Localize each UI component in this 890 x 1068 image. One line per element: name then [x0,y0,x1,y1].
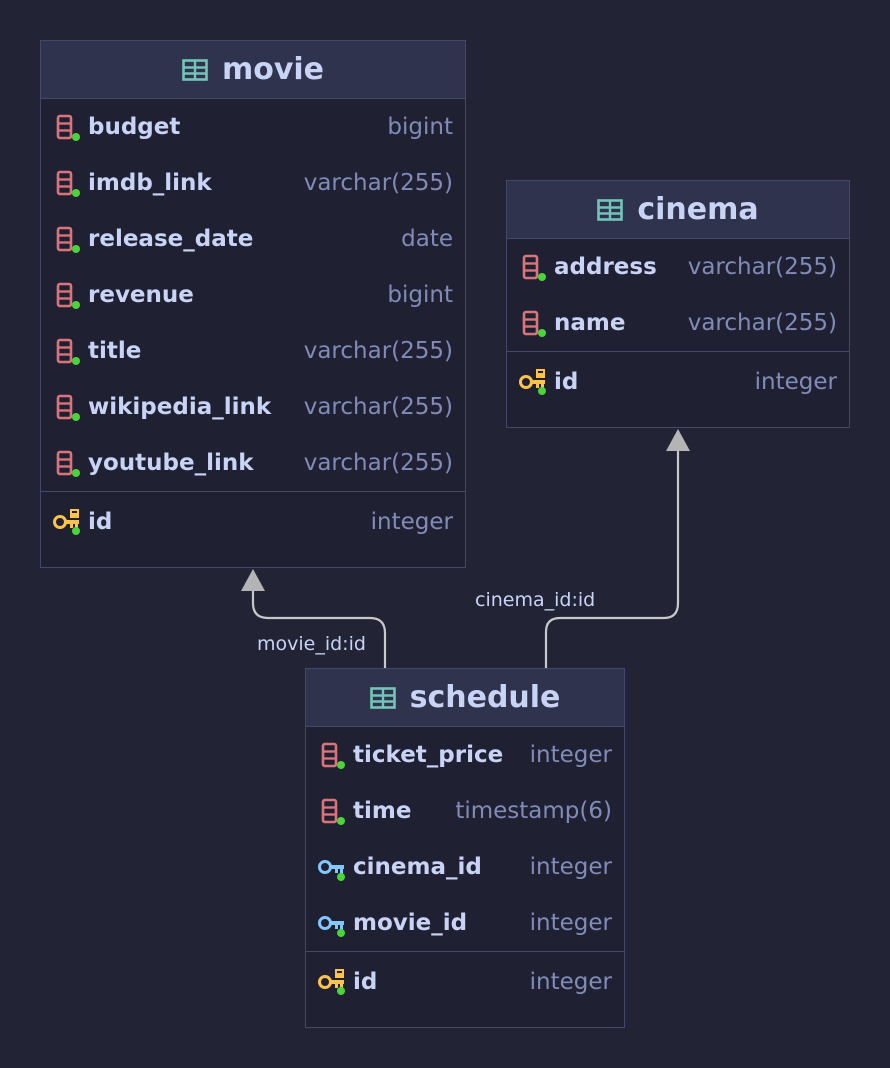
table-icon [597,198,624,221]
column-name: imdb_link [88,170,212,196]
column-icon [56,226,80,253]
edge-label-cinema: cinema_id:id [475,589,596,611]
column-row[interactable]: wikipedia_link varchar(255) [41,379,465,435]
table-header[interactable]: cinema [507,181,849,239]
table-title: cinema [637,192,759,227]
column-name: id [554,368,579,395]
column-icon [56,394,80,421]
column-name: ticket_price [353,742,504,768]
arrowhead-movie [241,569,265,591]
edge-schedule-cinema [544,450,680,668]
primary-key-row[interactable]: id integer [507,351,849,411]
column-icon [321,798,345,825]
column-icon [56,450,80,477]
column-type: integer [529,854,612,880]
column-row[interactable]: title varchar(255) [41,323,465,379]
column-type: varchar(255) [303,170,453,196]
column-name: budget [88,114,181,140]
table-movie[interactable]: movie budget bigint imdb_link varchar(255) r… [40,40,466,568]
column-type: integer [754,368,837,395]
primary-key-icon [519,369,546,395]
column-name: cinema_id [353,854,482,880]
column-icon [56,282,80,309]
edge-schedule-movie [251,590,387,668]
column-type: timestamp(6) [455,798,612,824]
column-name: title [88,338,142,364]
column-row[interactable]: time timestamp(6) [306,783,624,839]
foreign-key-icon [318,916,345,937]
column-name: youtube_link [88,450,254,476]
column-type: integer [529,742,612,768]
primary-key-icon [53,509,80,535]
column-type: date [401,226,453,252]
column-type: integer [529,910,612,936]
primary-key-icon [318,969,345,995]
column-name: wikipedia_link [88,394,272,420]
column-row[interactable]: movie_id integer [306,895,624,951]
column-name: movie_id [353,910,468,936]
column-row[interactable]: youtube_link varchar(255) [41,435,465,491]
column-row[interactable]: name varchar(255) [507,295,849,351]
edge-label-movie: movie_id:id [257,633,366,655]
column-icon [56,170,80,197]
column-type: integer [370,508,453,535]
foreign-key-icon [318,860,345,881]
column-list: address varchar(255) name varchar(255) id int… [507,239,849,411]
column-name: id [353,968,378,995]
column-type: varchar(255) [303,394,453,420]
table-icon [369,686,396,709]
table-cinema[interactable]: cinema address varchar(255) name varchar(25… [506,180,850,428]
table-header[interactable]: movie [41,41,465,99]
arrowhead-cinema [666,429,690,451]
primary-key-row[interactable]: id integer [306,951,624,1011]
column-list: budget bigint imdb_link varchar(255) release… [41,99,465,551]
column-row[interactable]: cinema_id integer [306,839,624,895]
column-name: name [554,310,626,336]
column-type: varchar(255) [303,450,453,476]
column-type: bigint [387,282,453,308]
column-icon [522,310,546,337]
column-type: varchar(255) [303,338,453,364]
column-icon [56,114,80,141]
table-title: schedule [409,680,561,715]
column-type: varchar(255) [687,254,837,280]
column-type: varchar(255) [687,310,837,336]
column-row[interactable]: ticket_price integer [306,727,624,783]
column-name: time [353,798,412,824]
column-icon [522,254,546,281]
column-icon [56,338,80,365]
column-row[interactable]: revenue bigint [41,267,465,323]
column-row[interactable]: budget bigint [41,99,465,155]
column-row[interactable]: imdb_link varchar(255) [41,155,465,211]
column-row[interactable]: address varchar(255) [507,239,849,295]
table-title: movie [221,52,325,87]
column-icon [321,742,345,769]
table-icon [182,58,208,81]
column-type: bigint [387,114,453,140]
column-row[interactable]: release_date date [41,211,465,267]
column-name: revenue [88,282,194,308]
table-header[interactable]: schedule [306,669,624,727]
column-name: id [88,508,113,535]
column-type: integer [529,968,612,995]
column-name: release_date [88,226,254,252]
column-name: address [554,254,657,280]
primary-key-row[interactable]: id integer [41,491,465,551]
